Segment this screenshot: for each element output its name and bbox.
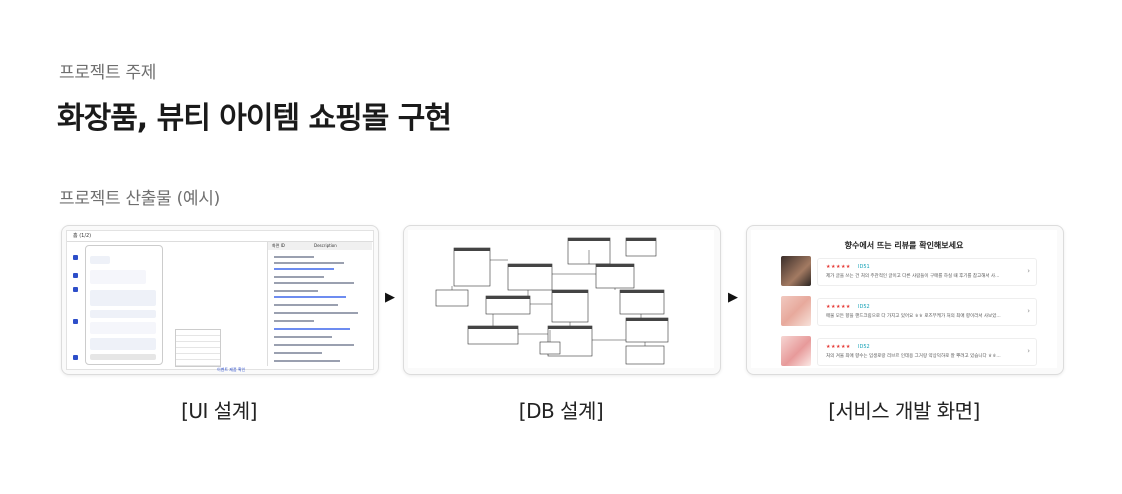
review-card: ★★★★★ ID51 제가 글을 쓰는 건 처의 주관적인 글이고 다른 사람들… xyxy=(817,258,1037,286)
ui-design-preview: 홈 (1/2) 화면 ID Description xyxy=(61,225,379,375)
db-design-preview xyxy=(403,225,721,375)
ui-description-panel: 화면 ID Description xyxy=(267,242,372,366)
review-user-id: ID52 xyxy=(858,344,870,350)
page-title: 화장품, 뷰티 아이템 쇼핑몰 구현 xyxy=(57,101,452,136)
caption-db-design: [DB 설계] xyxy=(518,399,604,423)
chevron-right-icon[interactable]: › xyxy=(1027,307,1030,315)
caption-service-screen: [서비스 개발 화면] xyxy=(828,399,980,423)
chevron-right-icon[interactable]: › xyxy=(1027,267,1030,275)
erd-svg xyxy=(435,237,669,365)
ui-marker xyxy=(73,255,78,260)
chevron-right-icon[interactable]: › xyxy=(1027,347,1030,355)
ui-option-table xyxy=(175,329,221,367)
ui-panel-col-id: 화면 ID xyxy=(272,243,285,248)
ui-marker xyxy=(73,319,78,324)
output-label: 프로젝트 산출물 (예시) xyxy=(59,189,220,209)
service-screen-preview: 향수에서 뜨는 리뷰를 확인해보세요 ★★★★★ ID51 제가 글을 쓰는 건… xyxy=(746,225,1064,375)
ui-marker xyxy=(73,273,78,278)
service-screen: 향수에서 뜨는 리뷰를 확인해보세요 ★★★★★ ID51 제가 글을 쓰는 건… xyxy=(751,230,1057,368)
review-text: 매물 모든 향을 핸드크림으로 다 가지고 있어요 ㅎㅎ 로즈부케가 처의 최애… xyxy=(826,314,1001,319)
ui-panel-col-desc: Description xyxy=(314,243,337,248)
rating-stars-icon: ★★★★★ xyxy=(826,304,851,310)
ui-phone-wireframe xyxy=(85,245,163,365)
review-item[interactable]: ★★★★★ ID52 매물 모든 향을 핸드크림으로 다 가지고 있어요 ㅎㅎ … xyxy=(781,296,1037,326)
topic-label: 프로젝트 주제 xyxy=(59,63,157,83)
ui-design-sheet: 홈 (1/2) 화면 ID Description xyxy=(66,230,374,372)
review-user-id: ID51 xyxy=(858,264,870,270)
rating-stars-icon: ★★★★★ xyxy=(826,264,851,270)
ui-note: 이벤트 제품 확인 xyxy=(217,367,246,372)
review-thumbnail xyxy=(781,296,811,326)
ui-marker xyxy=(73,355,78,360)
review-user-id: ID52 xyxy=(858,304,870,310)
review-thumbnail xyxy=(781,256,811,286)
ui-sheet-header: 홈 (1/2) xyxy=(73,233,92,239)
review-item[interactable]: ★★★★★ ID51 제가 글을 쓰는 건 처의 주관적인 글이고 다른 사람들… xyxy=(781,256,1037,286)
ui-sheet-divider xyxy=(67,241,373,242)
ui-marker xyxy=(73,287,78,292)
rating-stars-icon: ★★★★★ xyxy=(826,344,851,350)
review-card: ★★★★★ ID52 매물 모든 향을 핸드크림으로 다 가지고 있어요 ㅎㅎ … xyxy=(817,298,1037,326)
review-thumbnail xyxy=(781,336,811,366)
review-text: 제가 글을 쓰는 건 처의 주관적인 글이고 다른 사람들이 구매를 하실 때 … xyxy=(826,274,1000,279)
review-text: 처의 겨울 최애 향수는 입생로랑 리브르 인데용 그거랑 약상덕하로 잘 뿌려… xyxy=(826,354,1001,359)
caption-ui-design: [UI 설계] xyxy=(181,399,257,423)
review-section-title: 향수에서 뜨는 리뷰를 확인해보세요 xyxy=(844,241,964,250)
play-arrow-icon: ▶ xyxy=(385,290,395,305)
review-card: ★★★★★ ID52 처의 겨울 최애 향수는 입생로랑 리브르 인데용 그거랑… xyxy=(817,338,1037,366)
erd-diagram xyxy=(408,230,714,368)
review-item[interactable]: ★★★★★ ID52 처의 겨울 최애 향수는 입생로랑 리브르 인데용 그거랑… xyxy=(781,336,1037,366)
play-arrow-icon: ▶ xyxy=(728,290,738,305)
